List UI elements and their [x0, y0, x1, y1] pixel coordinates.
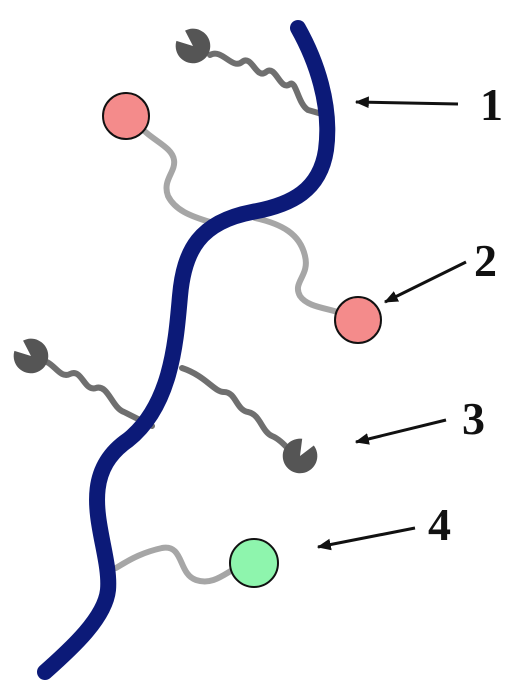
arrow-4	[316, 526, 416, 551]
arrow-1	[354, 96, 459, 109]
red-bead-icon	[102, 92, 150, 140]
label-1: 1	[480, 79, 503, 130]
label-3: 3	[462, 393, 485, 444]
tether-3-left	[35, 358, 155, 429]
tether-2-upper	[135, 121, 213, 225]
tether-4	[113, 544, 243, 585]
arrow-2	[383, 260, 467, 304]
tether-1	[207, 50, 325, 117]
tether-2-lower	[252, 215, 346, 317]
tether-3-right	[179, 365, 299, 459]
arrow-3	[354, 418, 447, 445]
pacman-icon	[282, 438, 318, 474]
label-4: 4	[428, 499, 451, 550]
pacman-icon	[13, 338, 49, 374]
label-2: 2	[474, 235, 497, 286]
green-bead-icon	[229, 538, 279, 588]
polymer-backbone	[37, 20, 336, 680]
pacman-icon	[175, 28, 211, 64]
red-bead-icon	[334, 296, 382, 344]
